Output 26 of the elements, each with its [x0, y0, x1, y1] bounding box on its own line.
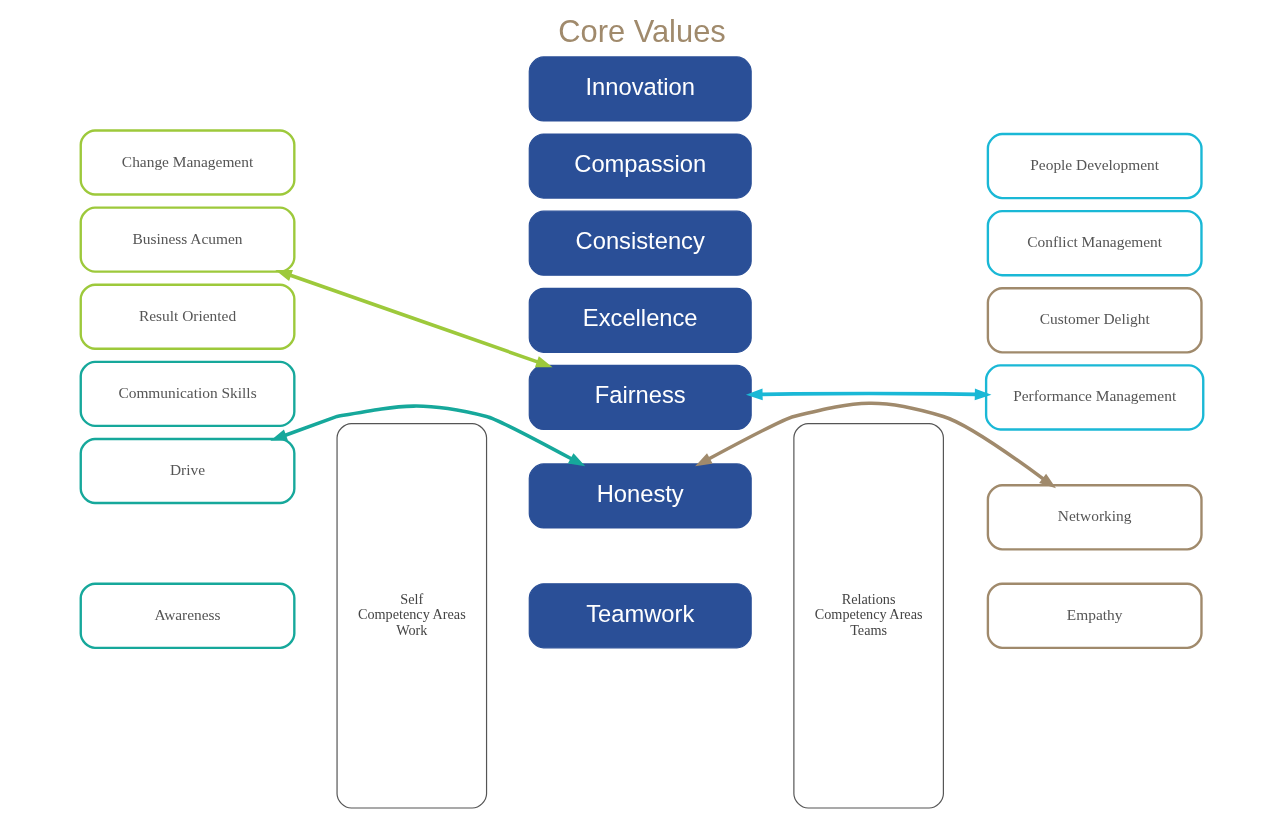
node-box: Performance Management [984, 364, 1204, 431]
node-box: Compassion [528, 133, 752, 199]
node-box: Empathy [986, 582, 1203, 649]
node-box: Drive [79, 437, 295, 505]
node-box: Relations Competency Areas Teams [792, 422, 944, 809]
node-box: Self Competency Areas Work [335, 422, 487, 809]
node-box: Communication Skills [79, 360, 295, 428]
node-box: Business Acumen [79, 206, 295, 273]
node-box: Result Oriented [79, 283, 295, 350]
node-box: Consistency [528, 210, 752, 276]
diagram-title: Core Values [557, 14, 726, 50]
node-box: Fairness [528, 364, 752, 431]
arrow [745, 388, 991, 401]
node-box: People Development [986, 132, 1203, 200]
node-box: Awareness [79, 582, 295, 649]
node-box: Excellence [528, 287, 752, 353]
node-box: Customer Delight [986, 287, 1203, 354]
arrow [269, 404, 585, 467]
node-box: Conflict Management [986, 209, 1203, 277]
node-box: Change Management [79, 129, 295, 196]
arrow [274, 269, 553, 368]
node-box: Networking [986, 484, 1203, 551]
node-box: Honesty [528, 463, 752, 529]
node-box: Innovation [528, 56, 752, 122]
node-box: Teamwork [528, 583, 752, 649]
arrow [694, 401, 1056, 489]
